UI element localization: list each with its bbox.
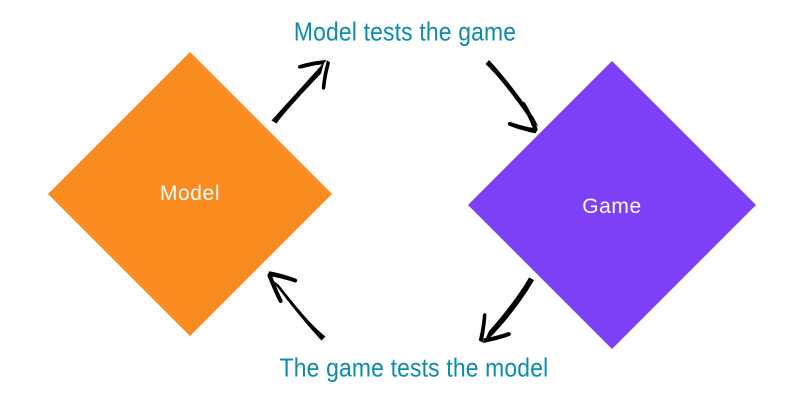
edge-label-model-tests-the-game: Model tests the game [293,16,517,47]
arrow-game-to-model-lower [267,271,326,341]
node-shape-game[interactable] [468,61,756,349]
arrow-model-to-game-lower [485,60,539,134]
edge-label-the-game-tests-the-model: The game tests the model [279,352,549,383]
node-shape-model[interactable] [48,52,332,336]
arrow-model-to-game-upper [271,60,331,124]
arrow-game-to-model-upper [478,277,534,343]
